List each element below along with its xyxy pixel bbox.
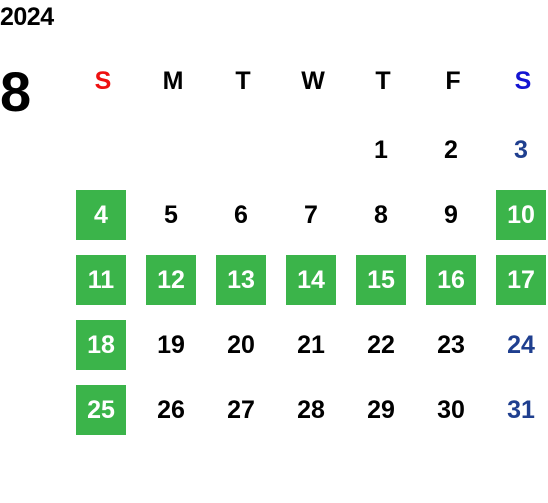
month-label: 8	[0, 60, 32, 123]
weekday-tuesday: T	[235, 67, 251, 95]
date-cell: 8	[348, 183, 418, 248]
weekday-header-row: S M T W T F S	[68, 62, 548, 100]
date-cell: 15	[348, 248, 418, 313]
date-number-highlighted: 11	[76, 255, 126, 305]
date-cell: 9	[418, 183, 488, 248]
weekday-monday: M	[162, 67, 184, 95]
date-cell: 11	[68, 248, 138, 313]
date-cell: 20	[208, 313, 278, 378]
date-cell: 22	[348, 313, 418, 378]
date-cell: 4	[68, 183, 138, 248]
date-number: 7	[304, 201, 318, 229]
weekday-wednesday: W	[301, 67, 325, 95]
date-number-highlighted: 16	[426, 255, 476, 305]
date-cell: 30	[418, 378, 488, 443]
date-number: 24	[507, 331, 535, 359]
weekday-saturday: S	[514, 67, 532, 95]
date-number: 8	[374, 201, 388, 229]
date-number: 26	[157, 396, 185, 424]
date-number-highlighted: 25	[76, 385, 126, 435]
date-cell: 27	[208, 378, 278, 443]
date-number: 22	[367, 331, 395, 359]
date-cell: 19	[138, 313, 208, 378]
date-cell: 1	[348, 118, 418, 183]
date-number: 19	[157, 331, 185, 359]
date-cell: 25	[68, 378, 138, 443]
date-number: 21	[297, 331, 325, 359]
date-cell: 2	[418, 118, 488, 183]
date-cell: 5	[138, 183, 208, 248]
date-number-highlighted: 15	[356, 255, 406, 305]
empty-date-cell	[208, 118, 278, 183]
date-cell: 6	[208, 183, 278, 248]
date-number: 1	[374, 136, 388, 164]
date-cell: 17	[488, 248, 548, 313]
date-cell: 28	[278, 378, 348, 443]
date-cell: 13	[208, 248, 278, 313]
date-cell: 21	[278, 313, 348, 378]
date-cell: 26	[138, 378, 208, 443]
date-number: 30	[437, 396, 465, 424]
empty-date-cell	[278, 118, 348, 183]
date-cell: 29	[348, 378, 418, 443]
date-number-highlighted: 14	[286, 255, 336, 305]
date-cell: 23	[418, 313, 488, 378]
date-number: 6	[234, 201, 248, 229]
date-number-highlighted: 18	[76, 320, 126, 370]
date-number-highlighted: 10	[496, 190, 546, 240]
date-number-highlighted: 4	[76, 190, 126, 240]
date-cell: 10	[488, 183, 548, 248]
date-number: 9	[444, 201, 458, 229]
date-number: 3	[514, 136, 528, 164]
date-cell: 7	[278, 183, 348, 248]
date-number: 31	[507, 396, 535, 424]
empty-date-cell	[138, 118, 208, 183]
date-cell: 31	[488, 378, 548, 443]
empty-date-cell	[68, 118, 138, 183]
date-number: 29	[367, 396, 395, 424]
date-cell: 24	[488, 313, 548, 378]
date-number-highlighted: 12	[146, 255, 196, 305]
date-number: 28	[297, 396, 325, 424]
date-number: 2	[444, 136, 458, 164]
date-number: 23	[437, 331, 465, 359]
date-cell: 14	[278, 248, 348, 313]
date-cell: 16	[418, 248, 488, 313]
date-cell: 3	[488, 118, 548, 183]
date-number: 5	[164, 201, 178, 229]
year-label: 2024	[0, 3, 54, 31]
date-cell: 18	[68, 313, 138, 378]
date-number-highlighted: 17	[496, 255, 546, 305]
weekday-friday: F	[445, 67, 461, 95]
date-number-highlighted: 13	[216, 255, 266, 305]
date-cell: 12	[138, 248, 208, 313]
date-number: 20	[227, 331, 255, 359]
weekday-thursday: T	[375, 67, 391, 95]
weekday-sunday: S	[94, 67, 112, 95]
date-number: 27	[227, 396, 255, 424]
